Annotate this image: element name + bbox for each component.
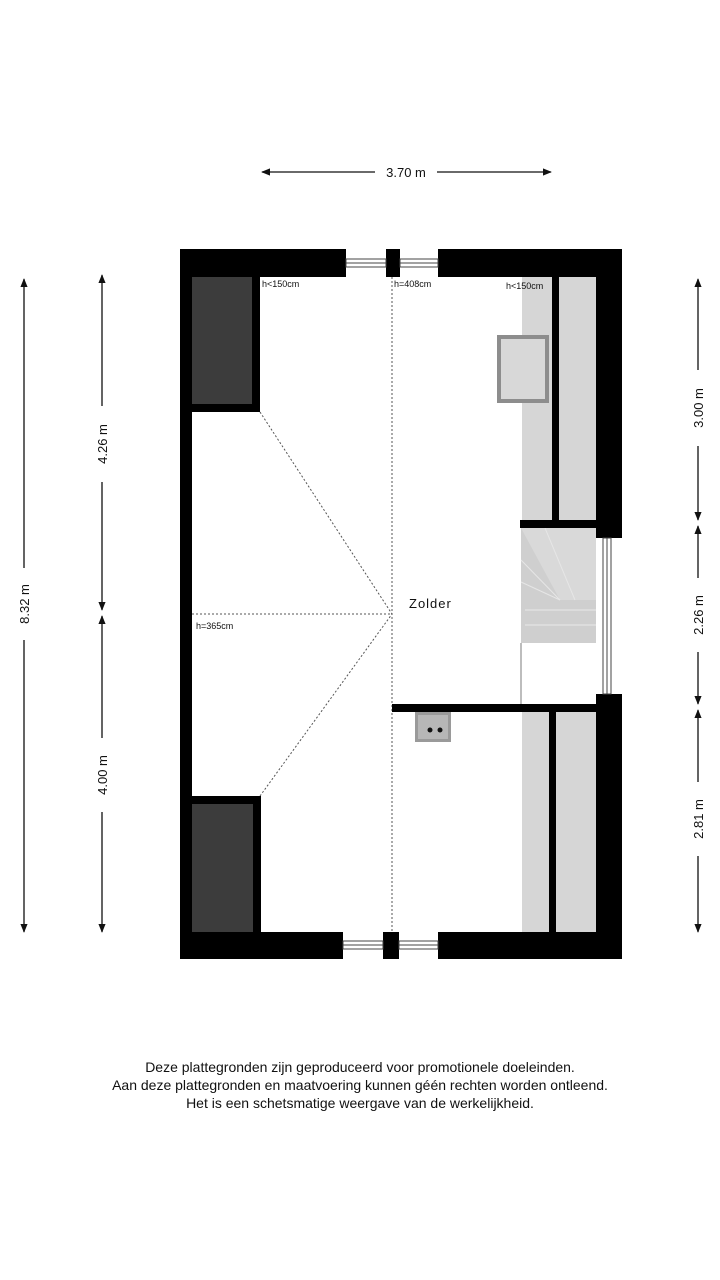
height-label-top-right: h<150cm bbox=[506, 281, 543, 291]
disclaimer-line-3: Het is een schetsmatige weergave van de … bbox=[186, 1095, 534, 1111]
dimension-left-lower: 4.00 m bbox=[95, 615, 110, 933]
staircase bbox=[520, 527, 596, 704]
skylight bbox=[497, 335, 549, 403]
storage-blocks bbox=[192, 277, 253, 932]
height-label-mid-left: h=365cm bbox=[196, 621, 233, 631]
window-top-left[interactable] bbox=[345, 258, 387, 268]
windows[interactable] bbox=[342, 258, 612, 950]
sink bbox=[415, 712, 451, 742]
dimension-left-upper-label: 4.26 m bbox=[95, 424, 110, 464]
dimension-left-upper: 4.26 m bbox=[95, 274, 110, 611]
disclaimer-line-2: Aan deze plattegronden en maatvoering ku… bbox=[112, 1077, 608, 1093]
window-right-side[interactable] bbox=[602, 537, 612, 695]
height-label-top-center: h=408cm bbox=[394, 279, 431, 289]
floor-plan: 3.70 m 8.32 m 4.26 m 4.00 m 3.00 m 2.26 … bbox=[17, 165, 706, 959]
window-bottom-right[interactable] bbox=[398, 940, 439, 950]
dimension-left-total: 8.32 m bbox=[17, 278, 32, 933]
dimension-top-width: 3.70 m bbox=[261, 165, 552, 180]
window-top-right[interactable] bbox=[399, 258, 439, 268]
dimension-right-upper: 3.00 m bbox=[691, 278, 706, 521]
room-label: Zolder bbox=[409, 596, 452, 611]
roof-lines bbox=[192, 277, 393, 932]
dimension-right-lower: 2.81 m bbox=[691, 709, 706, 933]
dimension-right-middle-label: 2.26 m bbox=[691, 595, 706, 635]
sink-drain-left bbox=[427, 727, 433, 733]
walls[interactable] bbox=[180, 249, 622, 959]
disclaimer-line-1: Deze plattegronden zijn geproduceerd voo… bbox=[145, 1059, 575, 1075]
dimension-left-total-label: 8.32 m bbox=[17, 584, 32, 624]
dimension-right-lower-label: 2.81 m bbox=[691, 799, 706, 839]
sink-drain-right bbox=[437, 727, 443, 733]
dimension-right-upper-label: 3.00 m bbox=[691, 388, 706, 428]
dimension-right-middle: 2.26 m bbox=[691, 525, 706, 705]
dimension-top-width-label: 3.70 m bbox=[386, 165, 426, 180]
height-label-top-left: h<150cm bbox=[262, 279, 299, 289]
disclaimer: Deze plattegronden zijn geproduceerd voo… bbox=[0, 1058, 720, 1112]
dimension-left-lower-label: 4.00 m bbox=[95, 755, 110, 795]
window-bottom-left[interactable] bbox=[342, 940, 384, 950]
